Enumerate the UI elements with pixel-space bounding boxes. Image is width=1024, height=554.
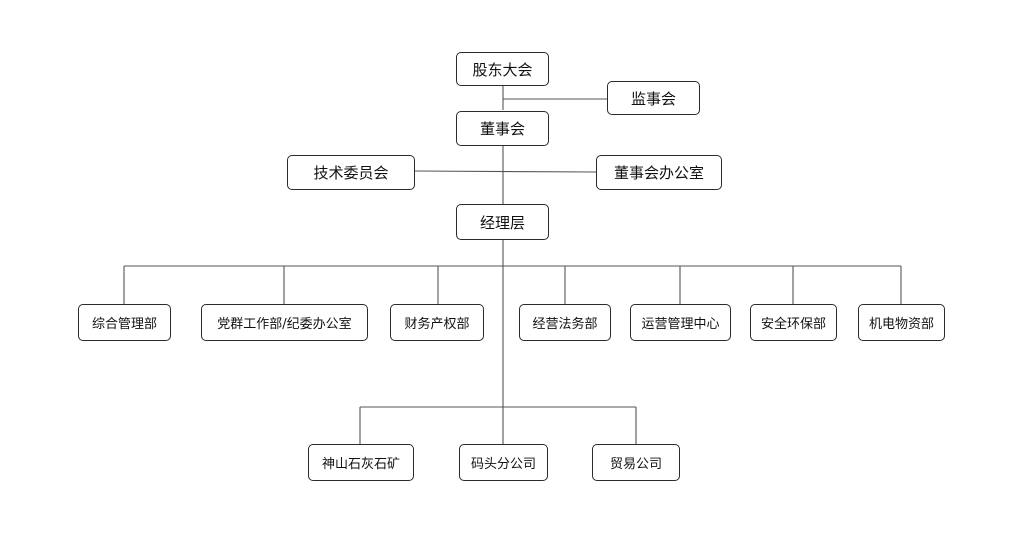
department-node: 机电物资部 (858, 304, 945, 341)
management-node: 经理层 (456, 204, 549, 240)
department-node: 财务产权部 (390, 304, 484, 341)
board-of-directors-node: 董事会 (456, 111, 549, 146)
connector-line (414, 170, 597, 173)
supervisory-board-node: 监事会 (607, 81, 700, 115)
department-node: 运营管理中心 (630, 304, 731, 341)
board-office-node: 董事会办公室 (596, 155, 722, 190)
technical-committee-node: 技术委员会 (287, 155, 415, 190)
department-node: 经营法务部 (519, 304, 611, 341)
subsidiary-node: 码头分公司 (459, 444, 548, 481)
department-node: 综合管理部 (78, 304, 171, 341)
shareholders-node: 股东大会 (456, 52, 549, 86)
department-node: 党群工作部/纪委办公室 (201, 304, 368, 341)
subsidiary-node: 贸易公司 (592, 444, 680, 481)
subsidiary-node: 神山石灰石矿 (308, 444, 414, 481)
department-node: 安全环保部 (750, 304, 837, 341)
